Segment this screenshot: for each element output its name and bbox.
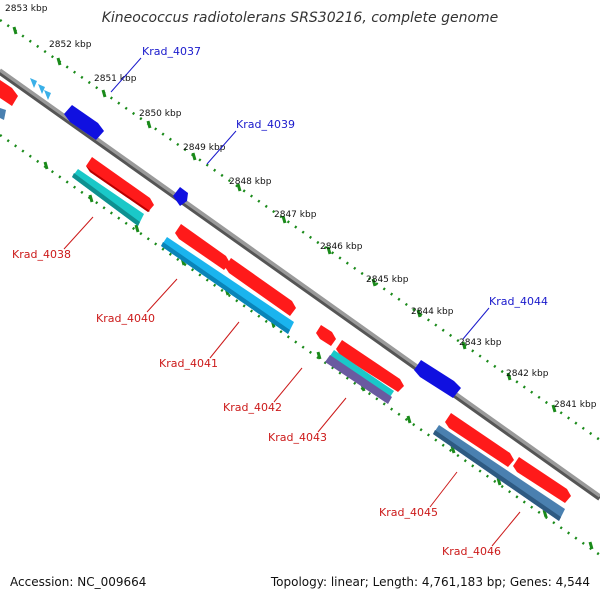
tick — [101, 89, 107, 98]
kbp-label: 2848 kbp — [229, 177, 272, 187]
gene-krad-4043-red[interactable] — [336, 340, 404, 392]
gene-krad-4038-shade — [72, 173, 140, 226]
tick — [406, 415, 412, 424]
gene-partial-left-steel[interactable] — [0, 108, 6, 120]
tick — [506, 372, 512, 381]
gene-label-krad-4038[interactable]: Krad_4038 — [12, 248, 71, 261]
leader-krad-4046 — [491, 511, 521, 547]
kbp-label: 2845 kbp — [366, 275, 409, 285]
tick — [281, 215, 287, 224]
leader-krad-4043 — [317, 397, 347, 433]
leader-krad-4041 — [209, 321, 240, 359]
tick — [191, 152, 197, 161]
leader-krad-4040 — [146, 278, 178, 313]
kbp-label: 2852 kbp — [49, 40, 92, 50]
kbp-label: 2850 kbp — [139, 109, 182, 119]
leader-krad-4039 — [206, 130, 237, 165]
kbp-label: 2847 kbp — [274, 210, 317, 220]
leader-krad-4042 — [273, 367, 303, 403]
leader-krad-4038 — [63, 216, 94, 250]
tick — [12, 26, 18, 35]
gene-label-krad-4044[interactable]: Krad_4044 — [489, 295, 548, 308]
gene-krad-4038-red-shade — [86, 166, 150, 212]
kbp-label: 2851 kbp — [94, 74, 137, 84]
gene-krad-4045-shade — [433, 430, 561, 521]
gene-label-krad-4045[interactable]: Krad_4045 — [379, 506, 438, 519]
gene-krad-4040-shade — [161, 242, 290, 334]
gene-krad-4040-red[interactable] — [175, 224, 230, 270]
kbp-label: 2843 kbp — [459, 338, 502, 348]
gene-labels: Krad_4037 Krad_4039 Krad_4044 Krad_4038 … — [12, 45, 548, 558]
feature-marker — [30, 78, 37, 88]
kbp-label: 2844 kbp — [411, 307, 454, 317]
genome-summary-text: Topology: linear; Length: 4,761,183 bp; … — [270, 575, 590, 589]
forward-genes — [64, 105, 461, 398]
leader-krad-4044 — [462, 307, 490, 340]
tick — [551, 404, 557, 413]
upper-track-ticks — [12, 26, 557, 413]
gene-krad-4039[interactable] — [173, 187, 188, 206]
feature-marker — [44, 90, 51, 100]
kbp-label: 2849 kbp — [183, 143, 226, 153]
label-leader-lines — [63, 57, 521, 547]
gene-partial-left-red[interactable] — [0, 80, 18, 106]
leader-krad-4045 — [429, 471, 458, 508]
tick — [88, 194, 94, 203]
tick — [134, 224, 140, 233]
gene-krad-4038-red[interactable] — [86, 157, 154, 212]
accession-text: Accession: NC_009664 — [10, 575, 146, 589]
axis-line — [0, 68, 600, 498]
gene-krad-4043[interactable] — [325, 355, 392, 404]
kbp-scale-labels: 2853 kbp 2852 kbp 2851 kbp 2850 kbp 2849… — [5, 4, 597, 410]
tick — [588, 541, 594, 550]
tick — [416, 309, 422, 318]
tick — [236, 183, 242, 192]
kbp-label: 2842 kbp — [506, 369, 549, 379]
tick — [496, 477, 502, 486]
gene-label-krad-4043[interactable]: Krad_4043 — [268, 431, 327, 444]
tick — [371, 278, 377, 287]
tick — [326, 246, 332, 255]
gene-label-krad-4039[interactable]: Krad_4039 — [236, 118, 295, 131]
kbp-label: 2841 kbp — [554, 400, 597, 410]
feature-marker — [38, 84, 45, 94]
gene-label-krad-4037[interactable]: Krad_4037 — [142, 45, 201, 58]
kbp-label: 2853 kbp — [5, 4, 48, 14]
gene-krad-4045-red[interactable] — [445, 413, 514, 467]
tick — [146, 120, 152, 129]
gene-label-krad-4042[interactable]: Krad_4042 — [223, 401, 282, 414]
map-title: Kineococcus radiotolerans SRS30216, comp… — [102, 10, 499, 26]
reverse-genes — [0, 80, 571, 521]
genome-axis — [0, 68, 600, 501]
gene-label-krad-4041[interactable]: Krad_4041 — [159, 357, 218, 370]
leader-krad-4037 — [110, 57, 142, 93]
gene-krad-4037[interactable] — [64, 105, 104, 140]
gene-krad-4041-red[interactable] — [225, 258, 296, 316]
gene-krad-4042[interactable] — [316, 325, 336, 346]
tick — [56, 57, 62, 66]
gene-label-krad-4040[interactable]: Krad_4040 — [96, 312, 155, 325]
gene-krad-4044[interactable] — [414, 360, 461, 398]
tick — [316, 351, 322, 360]
tick — [461, 341, 467, 350]
tick — [43, 161, 49, 170]
small-feature-markers — [30, 78, 51, 100]
gene-label-krad-4046[interactable]: Krad_4046 — [442, 545, 501, 558]
kbp-label: 2846 kbp — [320, 242, 363, 252]
tick — [542, 509, 548, 518]
gene-krad-4043-cyan[interactable] — [330, 350, 394, 397]
gene-krad-4046-red[interactable] — [513, 457, 571, 503]
